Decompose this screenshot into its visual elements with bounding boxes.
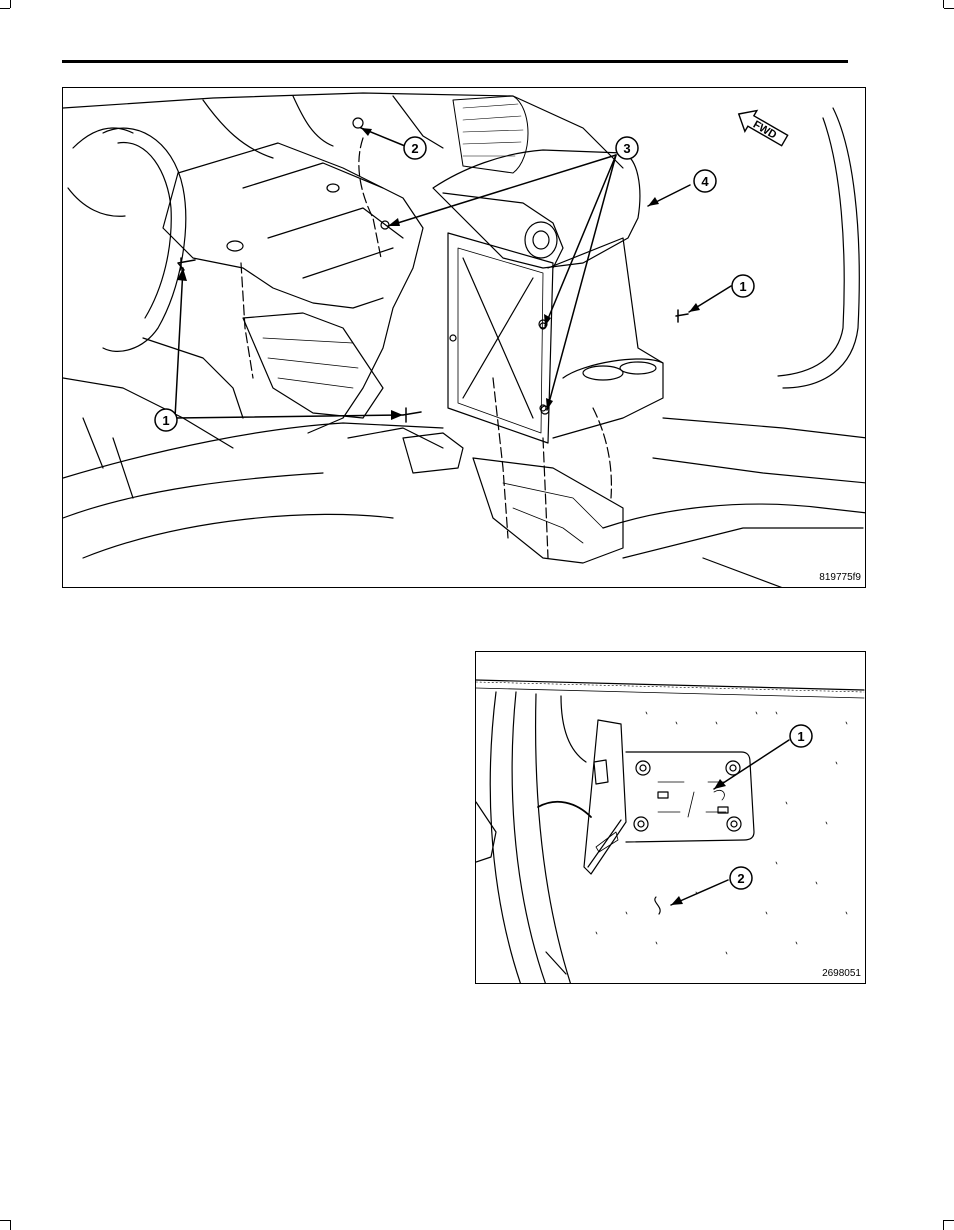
alignment-line bbox=[493, 378, 508, 538]
door-pillar bbox=[783, 108, 859, 388]
callout-4: 4 bbox=[694, 170, 716, 192]
carpet-edge bbox=[476, 680, 864, 690]
fwd-direction-arrow: FWD bbox=[733, 104, 791, 151]
crop-mark-bottom-right-v bbox=[943, 1220, 944, 1230]
svg-text:1: 1 bbox=[739, 279, 746, 294]
callout-2: 2 bbox=[730, 867, 752, 889]
screw bbox=[178, 258, 195, 270]
crop-mark-top-left-h bbox=[0, 8, 10, 9]
callout-1-right: 1 bbox=[732, 275, 754, 297]
crop-mark-bottom-right-h bbox=[944, 1220, 954, 1221]
clip bbox=[353, 118, 363, 128]
svg-text:2: 2 bbox=[411, 141, 418, 156]
floor-edge-mark bbox=[655, 897, 660, 914]
crop-mark-bottom-left-v bbox=[10, 1220, 11, 1230]
cupholder-section bbox=[548, 238, 663, 438]
header-rule bbox=[62, 60, 848, 63]
console-housing bbox=[178, 143, 423, 433]
callout-2: 2 bbox=[404, 137, 426, 159]
svg-text:3: 3 bbox=[623, 141, 630, 156]
screw bbox=[676, 310, 688, 322]
svg-text:4: 4 bbox=[701, 174, 709, 189]
rear-console-armrest bbox=[433, 150, 640, 268]
instrument-panel bbox=[63, 93, 623, 168]
svg-text:2: 2 bbox=[737, 871, 744, 886]
fwd-label: FWD bbox=[751, 119, 779, 142]
crop-mark-top-right-h bbox=[944, 8, 954, 9]
crop-mark-top-left-v bbox=[10, 0, 11, 8]
callout-1-left: 1 bbox=[155, 409, 177, 431]
callout-1: 1 bbox=[790, 725, 812, 747]
speaker-grille bbox=[453, 96, 528, 173]
wire-harness bbox=[538, 802, 591, 817]
svg-text:1: 1 bbox=[162, 413, 169, 428]
figure-id-label: 819775f9 bbox=[819, 572, 861, 583]
crop-mark-bottom-left-h bbox=[0, 1220, 10, 1221]
alignment-line bbox=[241, 263, 253, 378]
screw bbox=[403, 408, 421, 422]
alignment-line bbox=[359, 138, 381, 258]
floor-bracket bbox=[473, 458, 623, 563]
alignment-line bbox=[543, 438, 548, 558]
figure-id-label: 2698051 bbox=[822, 968, 861, 979]
steering-wheel bbox=[103, 128, 186, 351]
svg-text:1: 1 bbox=[797, 729, 804, 744]
callout-3: 3 bbox=[616, 137, 638, 159]
floor-bracket-figure: 1 2 2698051 bbox=[475, 651, 866, 984]
shifter-mechanism bbox=[243, 313, 383, 418]
bracket-illustration: 1 2 bbox=[476, 652, 866, 984]
console-illustration: FWD 2 3 4 1 1 bbox=[63, 88, 866, 588]
console-bracket bbox=[448, 233, 553, 443]
bracket-vertical-plate bbox=[584, 720, 626, 874]
crop-mark-top-right-v bbox=[943, 0, 944, 8]
console-installation-figure: FWD 2 3 4 1 1 819775f9 bbox=[62, 87, 866, 588]
